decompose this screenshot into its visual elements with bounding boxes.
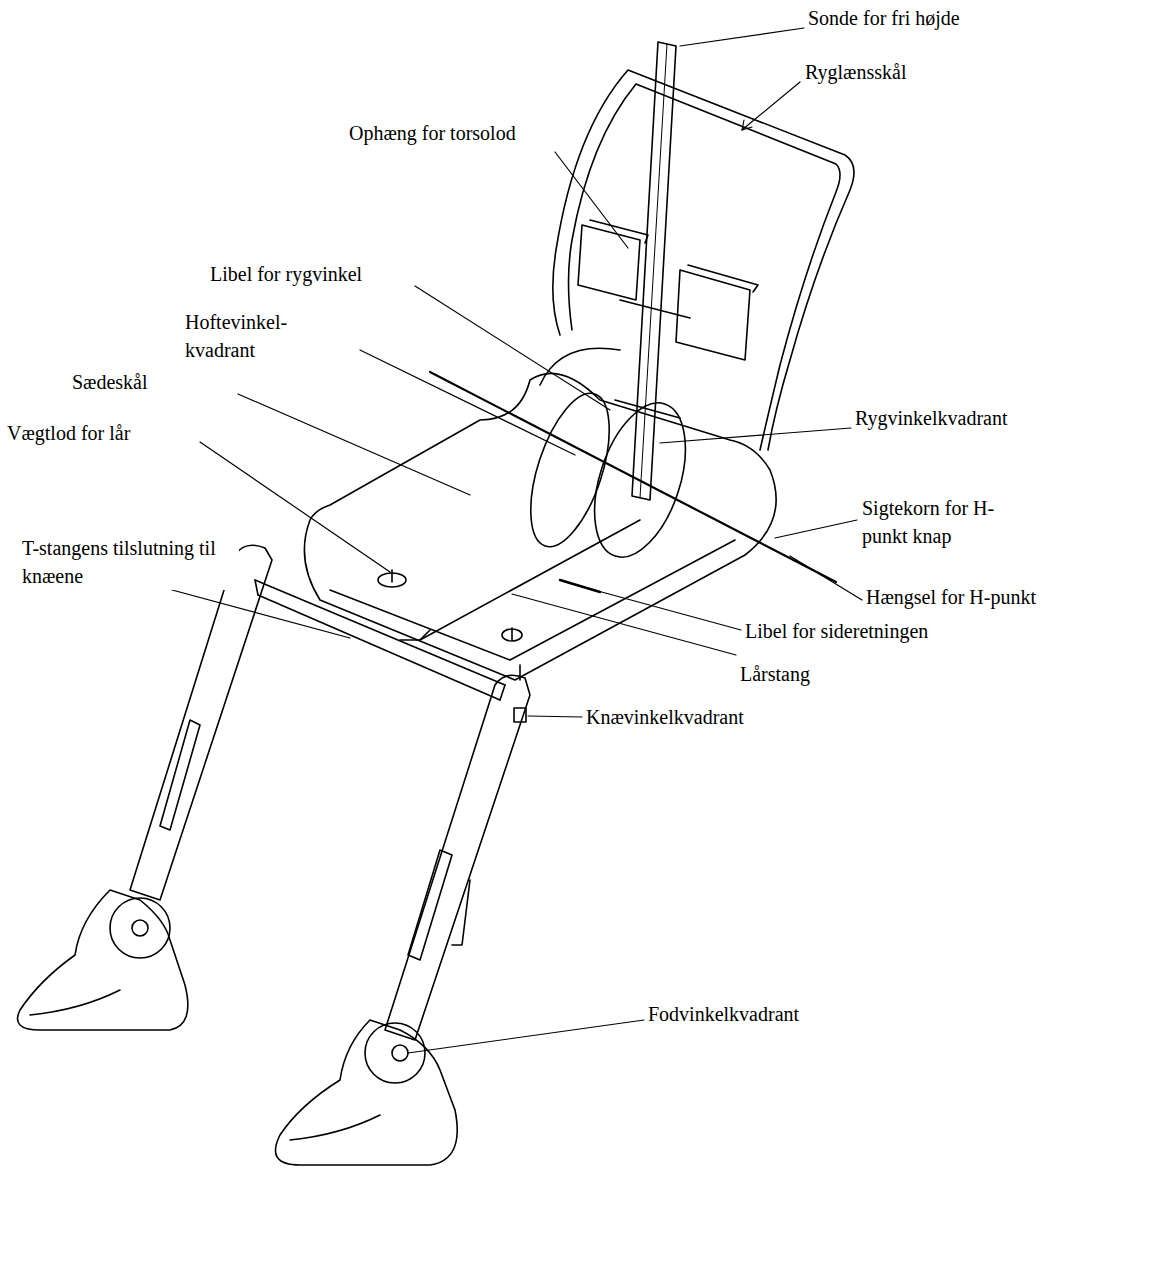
part-label: Libel for rygvinkel xyxy=(208,260,364,288)
part-label: Sigtekorn for H-punkt knap xyxy=(860,494,1019,550)
part-label: Libel for sideretningen xyxy=(743,617,930,645)
part-label: T-stangens tilslutning til knæene xyxy=(20,534,239,590)
part-label: Fodvinkelkvadrant xyxy=(646,1000,801,1028)
part-label: Ophæng for torsolod xyxy=(347,119,518,147)
part-label: Sonde for fri højde xyxy=(806,4,962,32)
part-label: Lårstang xyxy=(738,660,812,688)
part-label: Vægtlod for lår xyxy=(5,419,132,447)
part-label: Knævinkelkvadrant xyxy=(584,703,746,731)
part-label: Hængsel for H-punkt xyxy=(864,583,1038,611)
part-label: Hoftevinkel- kvadrant xyxy=(183,308,327,364)
part-label: Rygvinkelkvadrant xyxy=(853,404,1010,432)
part-label: Ryglænsskål xyxy=(803,58,908,86)
part-label: Sædeskål xyxy=(70,368,150,396)
